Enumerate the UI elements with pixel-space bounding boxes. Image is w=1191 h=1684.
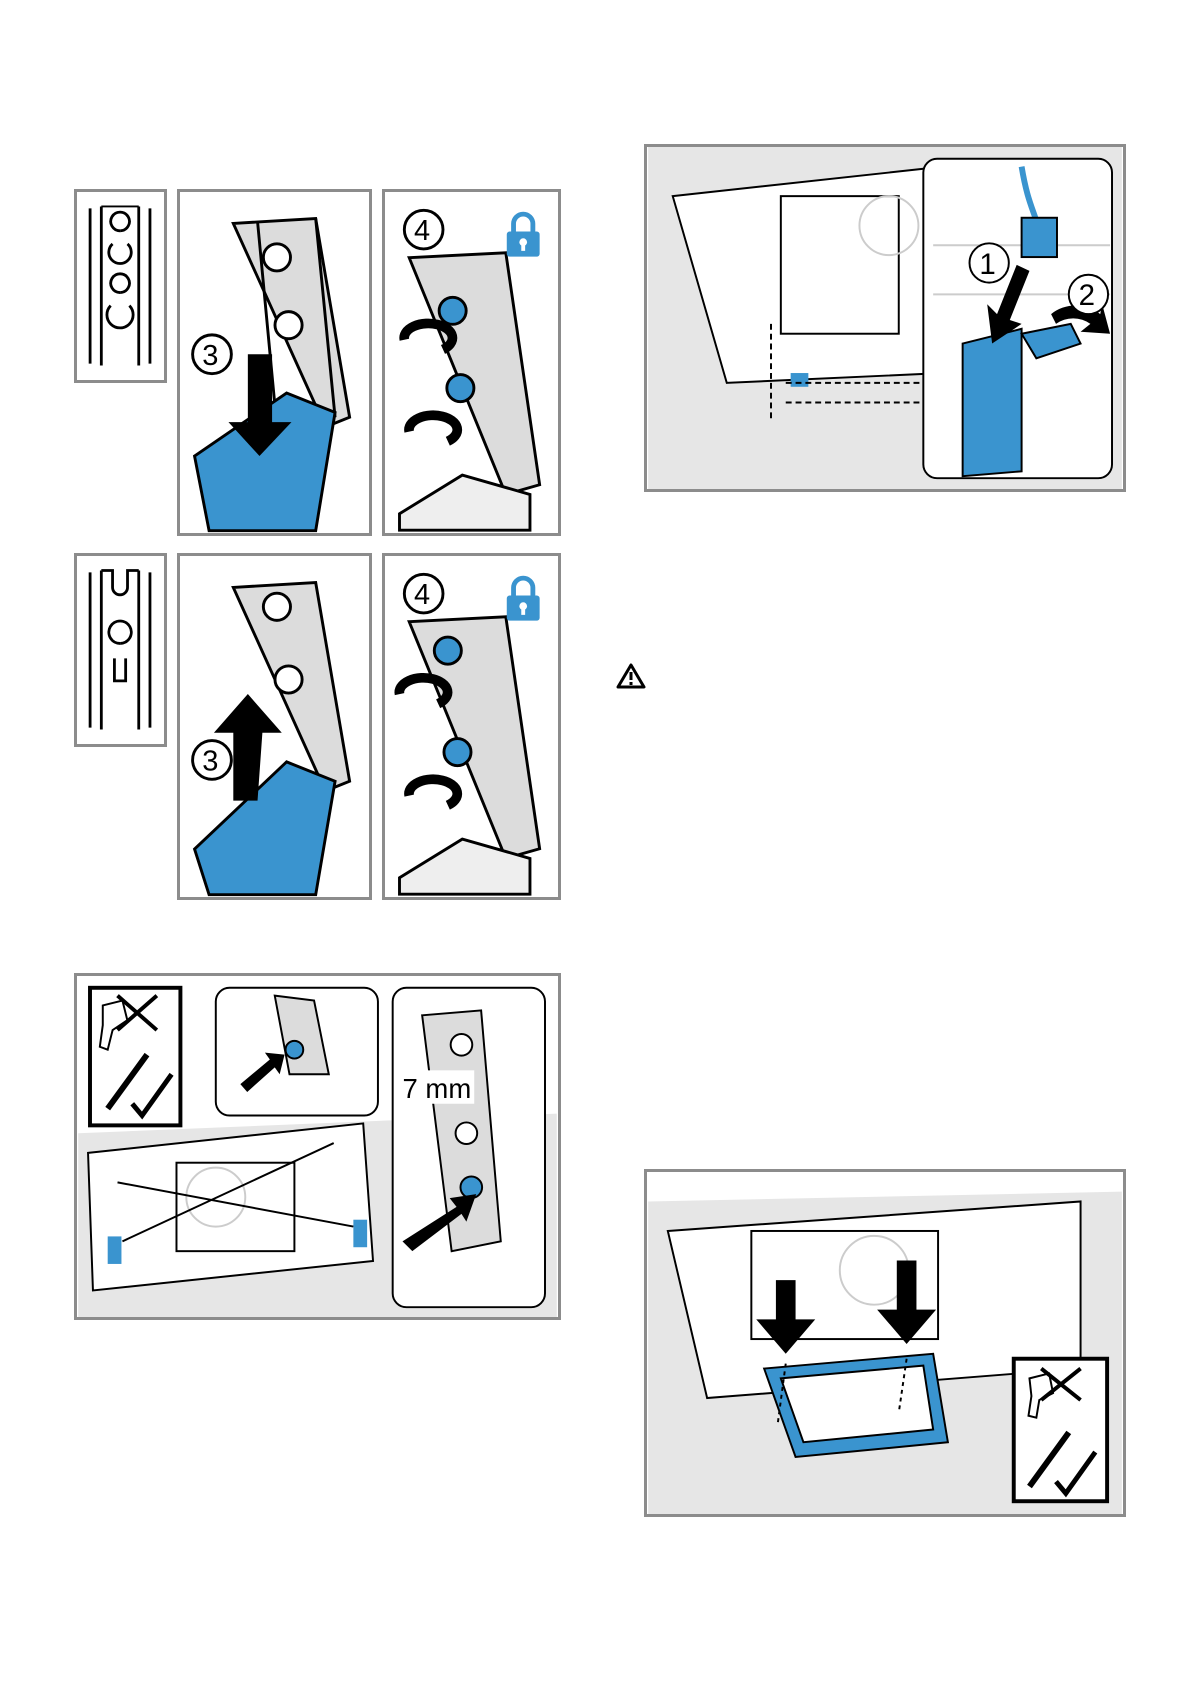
slot-rail-figure	[74, 553, 167, 747]
step-3-number-b: 3	[202, 746, 218, 778]
tighten-screws-figure-b: 4	[382, 553, 561, 900]
lock-icon-b	[507, 578, 540, 621]
step-2-number: 2	[1079, 279, 1095, 312]
connect-plug-figure: 1 2	[644, 144, 1126, 492]
cover-plate-figure	[644, 1169, 1126, 1517]
step-3-number: 3	[202, 340, 218, 372]
hang-down-figure: 3	[177, 189, 372, 536]
warning-icon	[616, 663, 646, 689]
tighten-screws-figure: 4	[382, 189, 561, 536]
keyhole-rail-figure	[74, 189, 167, 383]
hang-up-figure: 3	[177, 553, 372, 900]
screw-distance-label: 7 mm	[403, 1073, 472, 1104]
screw-mounting-figure: 7 mm	[74, 973, 561, 1320]
step-4-number-b: 4	[414, 579, 430, 611]
lock-icon	[507, 214, 540, 257]
step-1-number: 1	[979, 248, 995, 281]
step-4-number: 4	[414, 215, 430, 247]
